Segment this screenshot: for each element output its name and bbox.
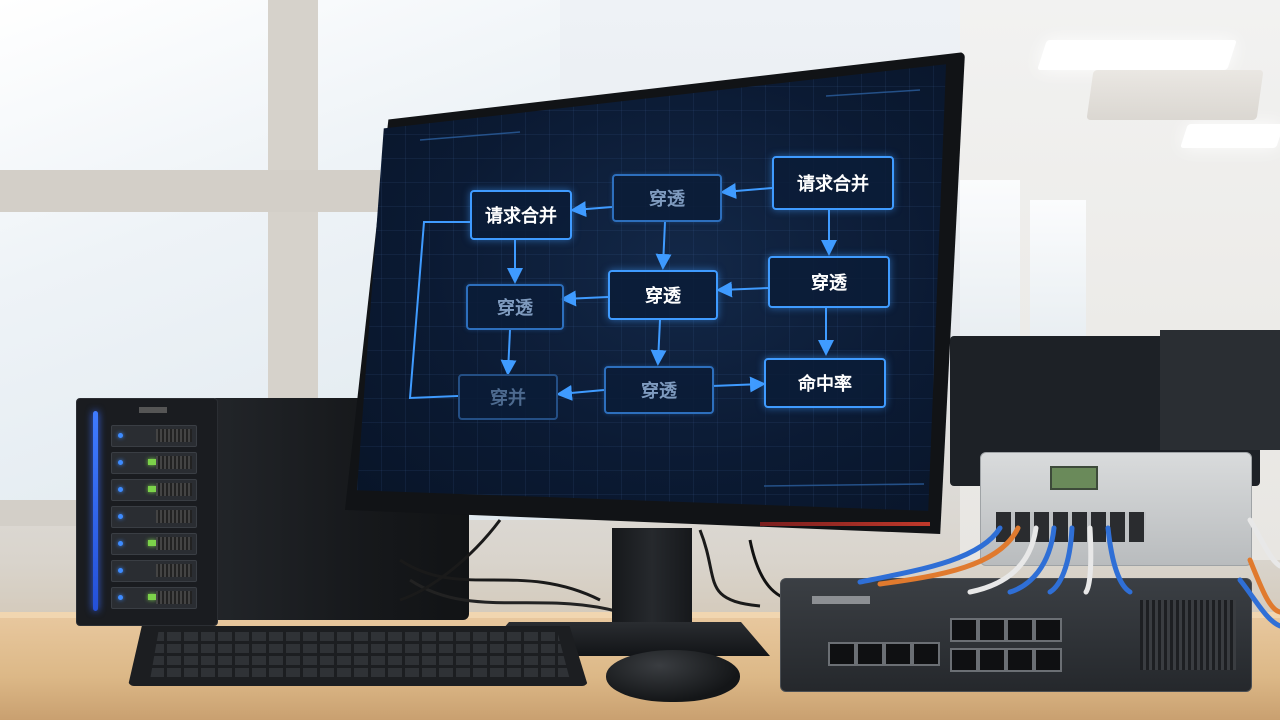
- diagram-node[interactable]: 穿透: [604, 366, 714, 414]
- ethernet-port[interactable]: [978, 618, 1006, 642]
- diagram-node[interactable]: 请求合并: [772, 156, 894, 210]
- ethernet-port[interactable]: [950, 618, 978, 642]
- window-frame: [0, 170, 380, 212]
- diagram-node[interactable]: 穿并: [458, 374, 558, 420]
- drive-bay[interactable]: [111, 587, 197, 609]
- drive-bay[interactable]: [111, 506, 197, 528]
- right-window: [960, 180, 1020, 350]
- ethernet-port[interactable]: [1034, 618, 1062, 642]
- diagram-node[interactable]: 穿透: [612, 174, 722, 222]
- drive-bay[interactable]: [111, 479, 197, 501]
- nas-status-light: [93, 411, 98, 611]
- diagram-node[interactable]: 请求合并: [470, 190, 572, 240]
- drive-bay[interactable]: [111, 533, 197, 555]
- ethernet-port[interactable]: [978, 648, 1006, 672]
- drive-bay[interactable]: [111, 560, 197, 582]
- nas-front-panel: [76, 398, 218, 626]
- drive-bay[interactable]: [111, 452, 197, 474]
- keyboard-keys[interactable]: [150, 632, 570, 680]
- diagram-node[interactable]: 穿透: [768, 256, 890, 308]
- diagram-node[interactable]: 命中率: [764, 358, 886, 408]
- right-window: [1030, 200, 1086, 350]
- background-monitor: [1160, 330, 1280, 450]
- appliance-lcd: [1050, 466, 1098, 490]
- ethernet-port[interactable]: [828, 642, 856, 666]
- nas-logo: [139, 407, 167, 413]
- switch-vent: [1140, 600, 1236, 670]
- diagram-node[interactable]: 穿透: [466, 284, 564, 330]
- monitor-accent-strip: [760, 522, 930, 526]
- ethernet-port[interactable]: [1006, 618, 1034, 642]
- ethernet-port[interactable]: [950, 648, 978, 672]
- ethernet-port[interactable]: [1006, 648, 1034, 672]
- drive-bay[interactable]: [111, 425, 197, 447]
- nas-server: [76, 398, 469, 626]
- ethernet-port[interactable]: [856, 642, 884, 666]
- diagram-node[interactable]: 穿透: [608, 270, 718, 320]
- monitor-stand: [612, 528, 692, 638]
- ethernet-port[interactable]: [912, 642, 940, 666]
- switch-label: [812, 596, 870, 604]
- ethernet-port[interactable]: [884, 642, 912, 666]
- mouse[interactable]: [606, 650, 740, 702]
- ethernet-port[interactable]: [1034, 648, 1062, 672]
